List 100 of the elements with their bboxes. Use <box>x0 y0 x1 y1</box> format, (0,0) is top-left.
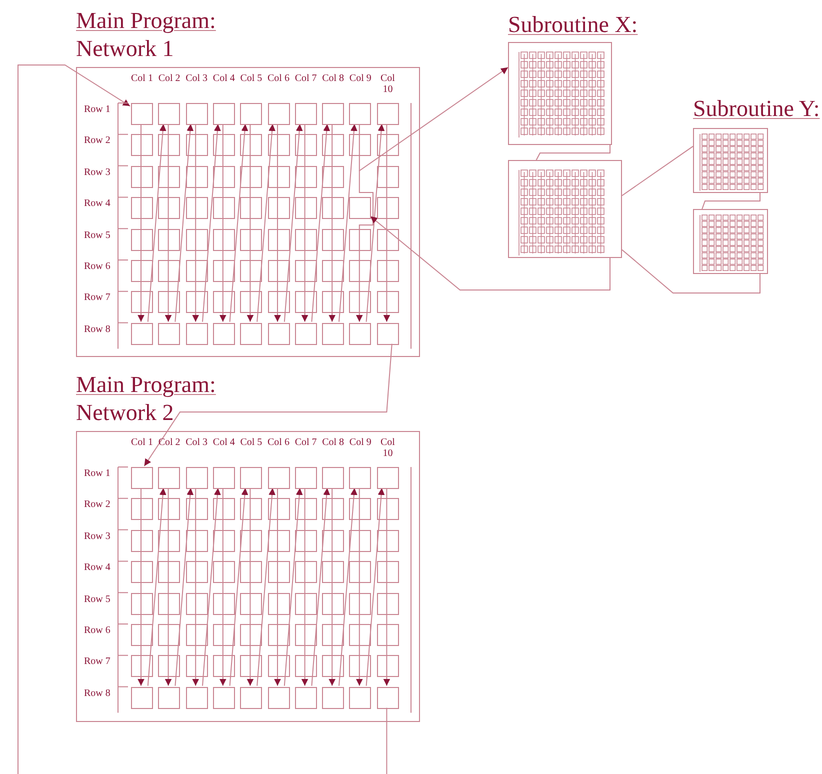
column-label: Col 3 <box>184 73 209 84</box>
arrow <box>274 488 281 686</box>
arrow <box>328 488 336 686</box>
panel-title: Network 1 <box>76 36 174 62</box>
column-label: Col 7 <box>294 437 318 448</box>
arrow <box>164 488 172 686</box>
column-label: Col 1 <box>130 437 154 448</box>
grid-cell <box>376 103 399 125</box>
row-label: Row 7 <box>84 656 110 668</box>
arrow <box>256 488 276 686</box>
arrow <box>202 124 221 322</box>
arrow <box>174 124 194 322</box>
arrow <box>338 124 358 322</box>
grid-cell <box>349 197 372 220</box>
column-label: Col 5 <box>239 73 264 84</box>
grid-cell <box>268 686 290 709</box>
arrow <box>338 488 358 686</box>
arrow <box>301 124 308 322</box>
arrow <box>147 124 166 322</box>
grid-cell <box>212 103 235 125</box>
panel-title: Subroutine X: <box>508 12 638 38</box>
column-label: Col 6 <box>266 437 290 448</box>
panel-title: Main Program: <box>76 8 216 34</box>
row-label: Row 8 <box>84 324 110 336</box>
grid-cell <box>322 467 344 489</box>
arrow <box>356 124 374 322</box>
arrow <box>219 124 226 322</box>
arrow <box>164 124 172 322</box>
arrow <box>202 488 221 686</box>
arrow <box>311 124 330 322</box>
column-label: Col 4 <box>212 437 236 448</box>
arrow <box>301 488 308 686</box>
arrow <box>229 488 248 686</box>
grid-cell <box>240 686 262 709</box>
arrow <box>192 124 200 322</box>
row-label: Row 8 <box>84 688 110 700</box>
column-label: Col 7 <box>294 73 318 84</box>
grid-panel <box>508 160 622 258</box>
row-label: Row 3 <box>84 530 110 543</box>
arrow <box>147 488 166 686</box>
column-label: Col 8 <box>321 73 346 84</box>
row-label: Row 2 <box>84 499 110 512</box>
grid-cell <box>212 322 235 345</box>
arrow <box>246 488 254 686</box>
arrow <box>138 124 144 322</box>
row-label: Row 6 <box>84 625 110 637</box>
grid-cell <box>240 103 262 125</box>
grid-cell <box>186 103 208 125</box>
grid-cell <box>294 103 317 125</box>
arrow <box>383 488 390 686</box>
arrow <box>366 488 385 686</box>
arrow <box>18 64 130 774</box>
grid-cell <box>349 322 372 345</box>
grid-cell <box>268 103 290 125</box>
column-label: Col 5 <box>239 437 264 448</box>
grid-cell <box>131 467 153 489</box>
grid-cell <box>131 322 153 345</box>
arrow <box>370 216 610 290</box>
grid-cell <box>268 322 290 345</box>
row-label: Row 4 <box>84 198 110 210</box>
column-label: Col 1 <box>130 73 154 84</box>
panel-title: Main Program: <box>76 372 216 398</box>
grid-cell <box>131 103 153 125</box>
grid-cell <box>158 322 180 345</box>
arrow <box>284 124 303 322</box>
row-label: Row 6 <box>84 261 110 273</box>
grid-cell <box>349 467 372 489</box>
grid-cell <box>240 467 262 489</box>
row-label: Row 3 <box>84 166 110 179</box>
row-label: Row 1 <box>84 468 110 480</box>
arrow <box>144 343 392 466</box>
row-label: Row 5 <box>84 230 110 242</box>
row-label: Row 5 <box>84 594 110 606</box>
arrow <box>366 124 385 322</box>
grid-cell <box>212 686 235 709</box>
column-label: Col 4 <box>212 73 236 84</box>
arrow <box>383 124 390 322</box>
arrow <box>274 124 281 322</box>
grid-panel <box>693 209 768 274</box>
column-label: Col 6 <box>266 73 290 84</box>
grid-cell <box>294 322 317 345</box>
arrow <box>229 124 248 322</box>
arrow <box>174 488 194 686</box>
panel-title: Network 2 <box>76 400 174 426</box>
grid-cell <box>240 322 262 345</box>
arrow <box>311 488 330 686</box>
column-label: Col 10 <box>379 73 396 95</box>
arrow <box>256 124 276 322</box>
grid-cell <box>158 686 180 709</box>
grid-cell <box>186 686 208 709</box>
grid-cell <box>131 686 153 709</box>
grid-cell <box>186 467 208 489</box>
panel-title: Subroutine Y: <box>693 96 820 122</box>
grid-cell <box>376 322 399 345</box>
column-label: Col 2 <box>157 73 182 84</box>
row-label: Row 2 <box>84 135 110 148</box>
grid-cell <box>212 467 235 489</box>
grid-cell <box>294 686 317 709</box>
arrow <box>356 488 363 686</box>
arrow <box>358 66 508 172</box>
